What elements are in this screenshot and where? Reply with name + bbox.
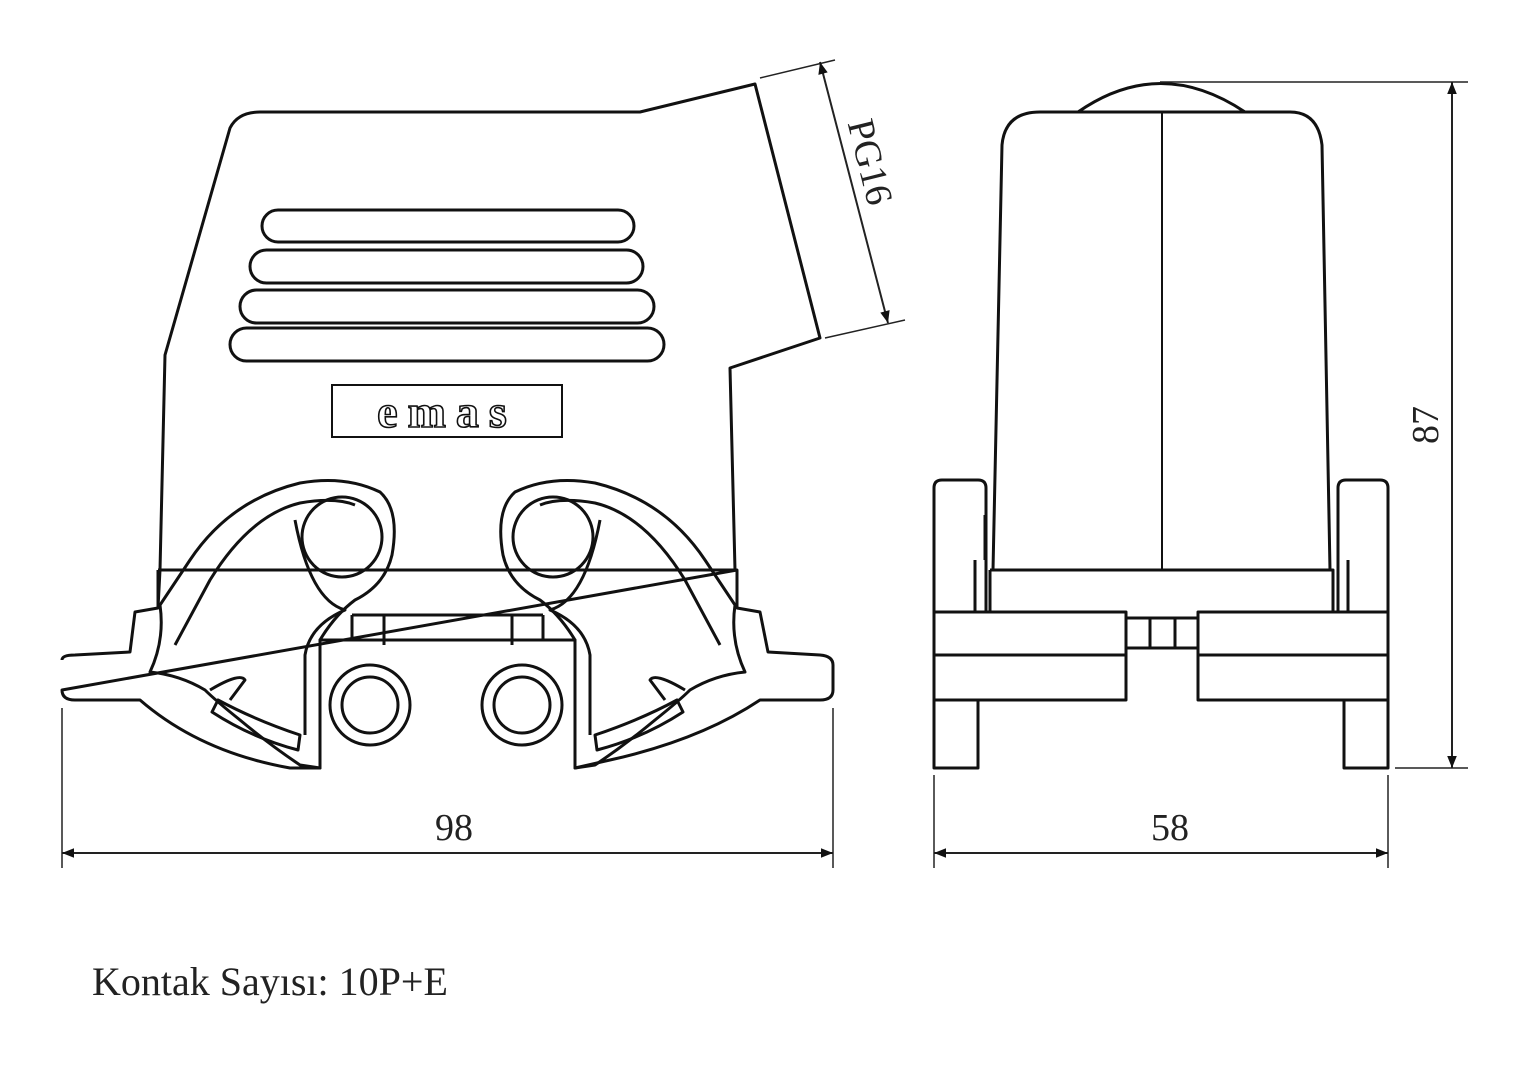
side-hood: [991, 110, 1332, 571]
front-flange: [60, 568, 835, 770]
right-lever-pivot: [511, 495, 595, 579]
left-slot: [210, 698, 302, 752]
side-view: [932, 82, 1390, 770]
dim-pg16-label: PG16: [839, 115, 901, 209]
right-pin-outer: [480, 663, 564, 747]
left-lever-pivot: [300, 495, 384, 579]
dim-58-label: 58: [1151, 807, 1189, 849]
hood-base: [156, 568, 739, 608]
left-lever: [148, 478, 396, 770]
right-lever: [499, 478, 747, 770]
dimension-lines: [61, 59, 1468, 868]
hood-ribs: [228, 208, 666, 363]
side-left-post: [932, 478, 988, 614]
right-slot: [593, 698, 685, 752]
dim-line-pg16: [818, 61, 890, 324]
emas-logo: emas: [331, 384, 563, 438]
hood-body: [158, 82, 822, 572]
dim-98-label: 98: [435, 807, 473, 849]
side-dome: [1077, 82, 1246, 114]
left-pin-inner: [340, 675, 400, 735]
dim-87-label: 87: [1405, 406, 1447, 444]
side-right-post: [1336, 478, 1390, 614]
contact-count-caption: Kontak Sayısı: 10P+E: [92, 959, 448, 1004]
logo-text: emas: [377, 386, 517, 437]
left-pin-outer: [328, 663, 412, 747]
front-view: [60, 82, 835, 770]
right-pin-inner: [492, 675, 552, 735]
